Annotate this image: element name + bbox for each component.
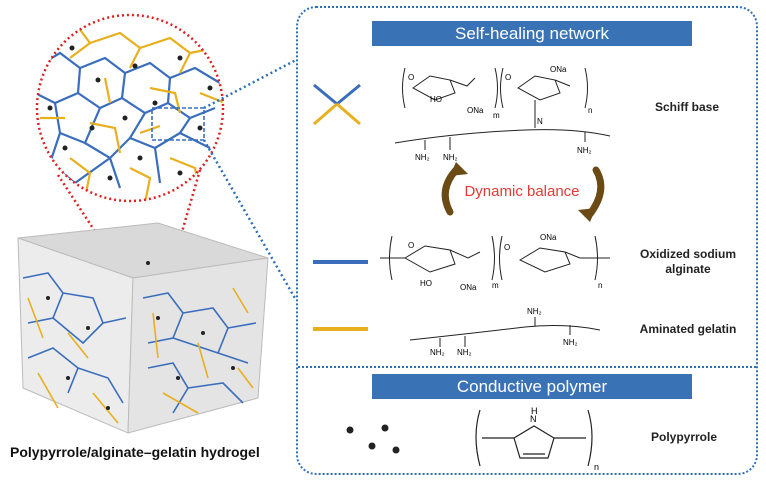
svg-text:ONa: ONa	[460, 283, 477, 292]
dynamic-balance-arrows	[441, 162, 605, 222]
svg-text:H: H	[531, 406, 538, 416]
svg-text:NH₂: NH₂	[563, 338, 578, 347]
svg-text:NH₂: NH₂	[415, 153, 430, 162]
alginate-legend-line	[313, 260, 368, 264]
conductive-title: Conductive polymer	[372, 374, 692, 399]
network-magnified-circle	[35, 13, 225, 203]
aminated-gelatin-structure: NH₂ NH₂ NH₂ NH₂	[409, 307, 601, 357]
svg-text:N: N	[530, 414, 537, 424]
svg-text:n: n	[594, 462, 599, 472]
svg-text:NH₂: NH₂	[577, 146, 592, 155]
aminated-gelatin-label: Aminated gelatin	[639, 322, 737, 336]
crosslink-symbol	[313, 83, 361, 126]
osa-label: Oxidized sodium alginate	[639, 247, 736, 276]
svg-text:HO: HO	[430, 95, 442, 104]
svg-text:NH₂: NH₂	[443, 153, 458, 162]
dynamic-balance-label: Dynamic balance	[464, 183, 580, 200]
svg-text:ONa: ONa	[540, 233, 557, 242]
svg-text:O: O	[408, 241, 414, 250]
pyrrole-structure: N H n	[475, 406, 599, 472]
svg-text:NH₂: NH₂	[527, 307, 542, 316]
svg-text:HO: HO	[420, 279, 432, 288]
svg-text:N: N	[537, 117, 543, 126]
svg-text:ONa: ONa	[467, 106, 484, 115]
svg-text:m: m	[493, 111, 500, 120]
schiff-base-label: Schiff base	[654, 100, 720, 114]
polypyrrole-label: Polypyrrole	[650, 430, 718, 444]
hydrogel-cube	[17, 222, 269, 434]
svg-text:O: O	[408, 73, 414, 82]
svg-text:ONa: ONa	[550, 65, 567, 74]
polypyrrole-dots	[346, 424, 400, 454]
oxidized-alginate-structure: O HO ONa m O ONa n	[380, 233, 610, 292]
svg-text:O: O	[505, 73, 511, 82]
svg-text:m: m	[492, 281, 499, 290]
svg-text:NH₂: NH₂	[430, 348, 445, 357]
schiff-base-structure: O HO ONa m O ONa N n NH₂ NH₂ NH₂	[394, 65, 611, 162]
svg-text:O: O	[504, 243, 510, 252]
svg-text:n: n	[598, 281, 602, 290]
gelatin-strand	[40, 21, 223, 201]
svg-text:n: n	[588, 106, 592, 115]
svg-text:NH₂: NH₂	[457, 348, 472, 357]
gelatin-legend-line	[313, 327, 368, 331]
zoom-region-box	[151, 107, 205, 141]
right-panel	[296, 6, 758, 475]
figure-caption: Polypyrrole/alginate–gelatin hydrogel	[10, 444, 260, 460]
network-title: Self-healing network	[372, 21, 692, 46]
panel-divider	[298, 366, 756, 368]
